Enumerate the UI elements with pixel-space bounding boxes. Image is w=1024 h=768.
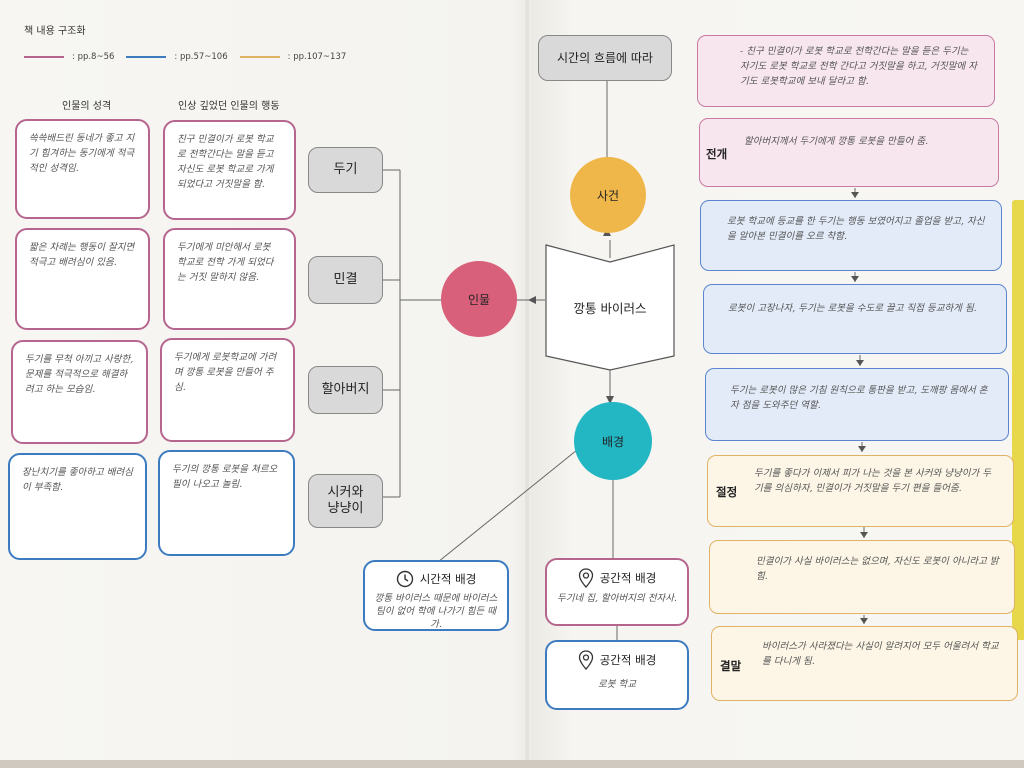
plot-box-1: - 친구 민결이가 로봇 학교로 전학간다는 말을 듣은 두기는 자기도 로봇 … — [697, 35, 995, 107]
stage-label-rising: 전개 — [706, 147, 728, 161]
legend-label-3: : pp.107~137 — [287, 52, 347, 62]
space-setting-title-1: 공간적 배경 — [599, 571, 657, 585]
plot-box-3: 로봇 학교에 등교를 한 두기는 행동 보였어지고 졸업을 받고, 자신을 알아… — [700, 200, 1002, 271]
space-setting-box-1: 공간적 배경 두기네 집, 할아버지의 전자사. — [545, 558, 689, 626]
character-node: 인물 — [441, 261, 517, 337]
legend-swatch-orange — [239, 56, 280, 58]
space-setting-text-2: 로봇 학교 — [598, 679, 636, 690]
timeline-header: 시간의 흐름에 따라 — [538, 35, 672, 81]
action-box-sikeo: 두기의 깡통 로봇을 쳐르오 필이 나오고 놀림. — [158, 450, 295, 556]
trait-box-sikeo: 장난치기를 좋아하고 배려심이 부족함. — [8, 453, 147, 560]
space-setting-header-1: 공간적 배경 — [547, 568, 687, 588]
plot-box-5: 두기는 로봇이 많은 기침 원칙으로 통판을 받고, 도깨팡 몸에서 혼자 점을… — [705, 368, 1009, 441]
space-setting-box-2: 공간적 배경 로봇 학교 — [545, 640, 689, 710]
character-mingyeol: 민결 — [308, 256, 383, 304]
character-dugi: 두기 — [308, 147, 383, 193]
stage-label-climax: 절정 — [716, 485, 738, 499]
header-personality: 인물의 성격 — [62, 101, 112, 112]
header-actions: 인상 깊었던 인물의 행동 — [178, 101, 280, 112]
plot-box-4: 로봇이 고장나자, 두기는 로봇을 수도로 끌고 직접 등교하게 됨. — [703, 284, 1007, 354]
action-box-grandpa: 두기에게 로봇학교에 가려며 깡통 로봇을 만들어 주심. — [160, 338, 295, 442]
space-setting-title-2: 공간적 배경 — [599, 653, 657, 667]
time-setting-header: 시간적 배경 — [365, 570, 507, 588]
character-sikeo-nyangnyang: 시커와 냥냥이 — [308, 474, 383, 528]
space-setting-header-2: 공간적 배경 — [547, 650, 687, 670]
trait-box-mingyeol: 짧은 차례는 행동이 잘지면 적극고 배려심이 있음. — [15, 228, 150, 330]
plot-box-8: 바이러스가 사라졌다는 사실이 알려지어 모두 어울려서 학교를 다니게 됨. — [711, 626, 1018, 701]
plot-box-7: 민결이가 사실 바이러스는 없으며, 자신도 로봇이 아니라고 밝힘. — [709, 540, 1015, 614]
plot-box-6: 두기를 좋다가 이제서 피가 나는 것을 본 사커와 냥냥이가 두기를 의심하자… — [707, 455, 1014, 527]
setting-node: 배경 — [574, 402, 652, 480]
action-box-mingyeol: 두기에게 미안해서 로봇 학교로 전학 가게 되었다는 거짓 말하지 않음. — [163, 228, 296, 330]
time-setting-title: 시간적 배경 — [419, 572, 477, 586]
legend-swatch-pink — [24, 56, 64, 58]
time-setting-box: 시간적 배경 깡통 바이러스 때문에 바이러스 팀이 없어 학에 나가기 힘든 … — [363, 560, 509, 631]
plot-box-2: 할아버지께서 두기에게 깡통 로봇을 만들어 줌. — [699, 118, 999, 187]
legend-swatch-blue — [126, 56, 167, 58]
space-setting-text-1: 두기네 집, 할아버지의 전자사. — [557, 593, 677, 604]
location-pin-icon — [578, 650, 593, 670]
trait-box-grandpa: 두기를 무척 아끼고 사랑한, 문제를 적극적으로 해결하려고 하는 모습임. — [11, 340, 148, 444]
location-pin-icon — [578, 568, 593, 588]
yellow-tab — [1012, 200, 1024, 640]
time-setting-text: 깡통 바이러스 때문에 바이러스 팀이 없어 학에 나가기 힘든 때가. — [374, 593, 498, 630]
book-title: 깡통 바이러스 — [573, 301, 647, 316]
clock-icon — [396, 570, 413, 588]
event-node: 사건 — [570, 157, 646, 233]
page-fold — [525, 0, 529, 760]
trait-box-dugi: 쓱쓱배드린 동네가 좋고 지기 힘겨하는 동기에게 적극적인 성격임. — [15, 119, 150, 219]
character-grandpa: 할아버지 — [308, 366, 383, 414]
action-box-dugi: 친구 민결이가 로봇 학교로 전학간다는 말을 듣고 자신도 로봇 학교로 가게… — [163, 120, 296, 220]
legend: : pp.8~56 : pp.57~106 : pp.107~137 — [24, 52, 346, 62]
legend-label-1: : pp.8~56 — [72, 52, 115, 62]
stage-label-resolution: 결말 — [720, 659, 742, 673]
legend-title: 책 내용 구조화 — [24, 26, 86, 37]
legend-label-2: : pp.57~106 — [174, 52, 228, 62]
